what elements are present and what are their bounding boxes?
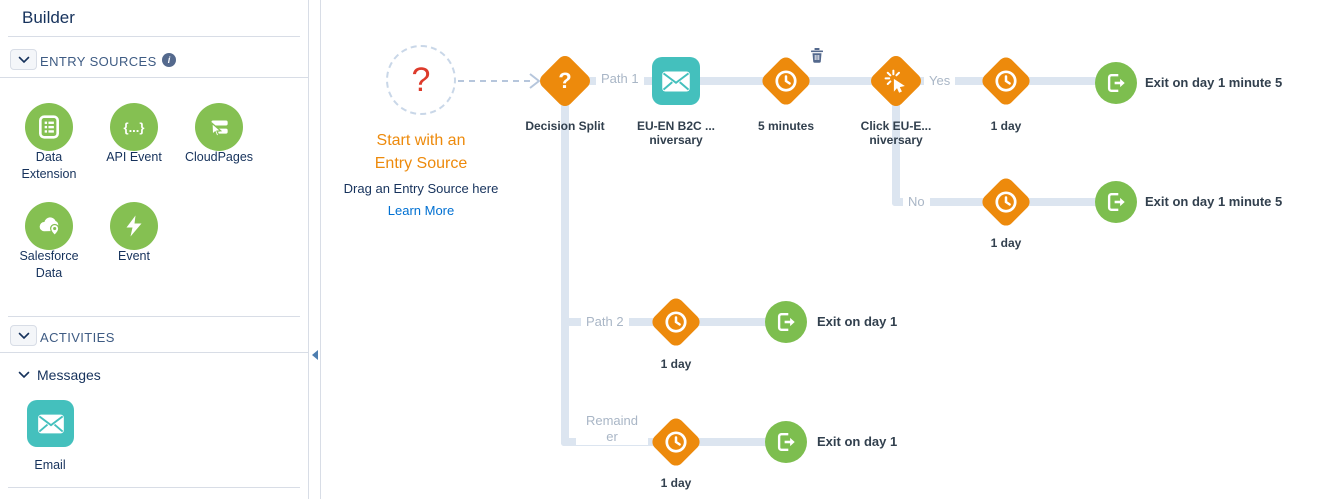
divider bbox=[0, 352, 309, 353]
clock-icon bbox=[657, 423, 695, 461]
clock-icon bbox=[657, 303, 695, 341]
email-icon bbox=[37, 414, 64, 433]
exit-no-node[interactable] bbox=[1095, 181, 1137, 223]
exit-icon bbox=[1107, 74, 1125, 92]
entry-sources-header: ENTRY SOURCES i bbox=[0, 47, 309, 75]
api-event-label: API Event bbox=[106, 150, 162, 164]
exit-yes-text: Exit on day 1 minute 5 bbox=[1145, 75, 1283, 90]
email-icon bbox=[662, 71, 690, 91]
wait-path2-label: 1 day bbox=[660, 357, 692, 371]
exit-path2-text: Exit on day 1 bbox=[817, 314, 898, 329]
divider bbox=[8, 36, 300, 37]
clock-icon bbox=[987, 183, 1025, 221]
page-title: Builder bbox=[22, 8, 75, 27]
salesforce-data-icon bbox=[25, 202, 73, 250]
exit-yes-node[interactable] bbox=[1095, 62, 1137, 104]
click-icon bbox=[876, 61, 916, 101]
chevron-down-icon bbox=[18, 56, 29, 63]
info-icon[interactable]: i bbox=[162, 53, 176, 67]
learn-more-link[interactable]: Learn More bbox=[387, 203, 455, 218]
exit-icon bbox=[777, 433, 795, 451]
messages-chevron-icon[interactable] bbox=[18, 371, 30, 379]
divider bbox=[8, 487, 300, 488]
connector-click-vertical bbox=[892, 85, 900, 206]
path2-label: Path 2 bbox=[581, 314, 629, 330]
click-split-node[interactable] bbox=[867, 52, 925, 110]
event-icon bbox=[110, 202, 158, 250]
wait-yes-label: 1 day bbox=[990, 119, 1022, 133]
wait-path2-node[interactable] bbox=[649, 295, 703, 349]
entry-placeholder-subtitle: Drag an Entry Source here bbox=[343, 181, 499, 196]
email-activity-tile[interactable] bbox=[27, 400, 74, 447]
decision-split-node[interactable]: ? bbox=[536, 52, 594, 110]
click-split-label: Click EU-E...niversary bbox=[860, 119, 932, 147]
messages-heading[interactable]: Messages bbox=[37, 367, 101, 383]
wait-remainder-node[interactable] bbox=[649, 415, 703, 469]
clock-icon bbox=[987, 62, 1025, 100]
wait-5min-node[interactable] bbox=[759, 54, 813, 108]
wait-yes-node[interactable] bbox=[979, 54, 1033, 108]
activities-header: ACTIVITIES bbox=[0, 323, 309, 351]
entry-source-placeholder[interactable]: ? bbox=[386, 45, 456, 115]
email-activity-label: EU-EN B2C ...niversary bbox=[636, 119, 715, 147]
decision-split-label: Decision Split bbox=[525, 119, 605, 133]
entry-source-api-event[interactable]: {...} bbox=[110, 103, 158, 151]
entry-source-event[interactable] bbox=[110, 202, 158, 250]
entry-sources-heading: ENTRY SOURCES bbox=[40, 54, 157, 69]
entry-arrow-icon bbox=[458, 73, 540, 89]
path1-label: Path 1 bbox=[596, 71, 644, 87]
trash-icon[interactable] bbox=[809, 47, 825, 63]
email-tile-label: Email bbox=[34, 458, 66, 472]
entry-sources-collapse-button[interactable] bbox=[10, 49, 37, 70]
entry-question-mark: ? bbox=[411, 60, 431, 99]
activities-collapse-button[interactable] bbox=[10, 325, 37, 346]
data-extension-icon bbox=[25, 103, 73, 151]
wait-no-node[interactable] bbox=[979, 175, 1033, 229]
cloudpages-label: CloudPages bbox=[184, 150, 254, 164]
email-activity-node[interactable] bbox=[652, 57, 700, 105]
clock-icon bbox=[767, 62, 805, 100]
api-event-icon: {...} bbox=[110, 103, 158, 151]
entry-source-cloudpages[interactable] bbox=[195, 103, 243, 151]
exit-remainder-node[interactable] bbox=[765, 421, 807, 463]
connector-decision-vertical bbox=[561, 85, 569, 446]
cloudpages-icon bbox=[195, 103, 243, 151]
wait-no-label: 1 day bbox=[990, 236, 1022, 250]
event-label: Event bbox=[118, 249, 150, 263]
exit-path2-node[interactable] bbox=[765, 301, 807, 343]
exit-icon bbox=[1107, 193, 1125, 211]
divider bbox=[0, 77, 309, 78]
divider bbox=[8, 316, 300, 317]
question-mark-icon: ? bbox=[558, 68, 572, 93]
exit-remainder-text: Exit on day 1 bbox=[817, 434, 898, 449]
activities-heading: ACTIVITIES bbox=[40, 330, 115, 345]
no-label: No bbox=[903, 194, 930, 210]
wait-5min-label: 5 minutes bbox=[757, 119, 814, 133]
entry-source-data-extension[interactable] bbox=[25, 103, 73, 151]
yes-label: Yes bbox=[924, 73, 956, 89]
connector-path1 bbox=[565, 77, 1120, 85]
exit-icon bbox=[777, 313, 795, 331]
wait-remainder-label: 1 day bbox=[660, 476, 692, 490]
exit-no-text: Exit on day 1 minute 5 bbox=[1145, 194, 1283, 209]
entry-source-salesforce-data[interactable] bbox=[25, 202, 73, 250]
chevron-down-icon bbox=[18, 332, 29, 339]
sidebar-collapse-arrow-icon[interactable] bbox=[312, 350, 318, 360]
